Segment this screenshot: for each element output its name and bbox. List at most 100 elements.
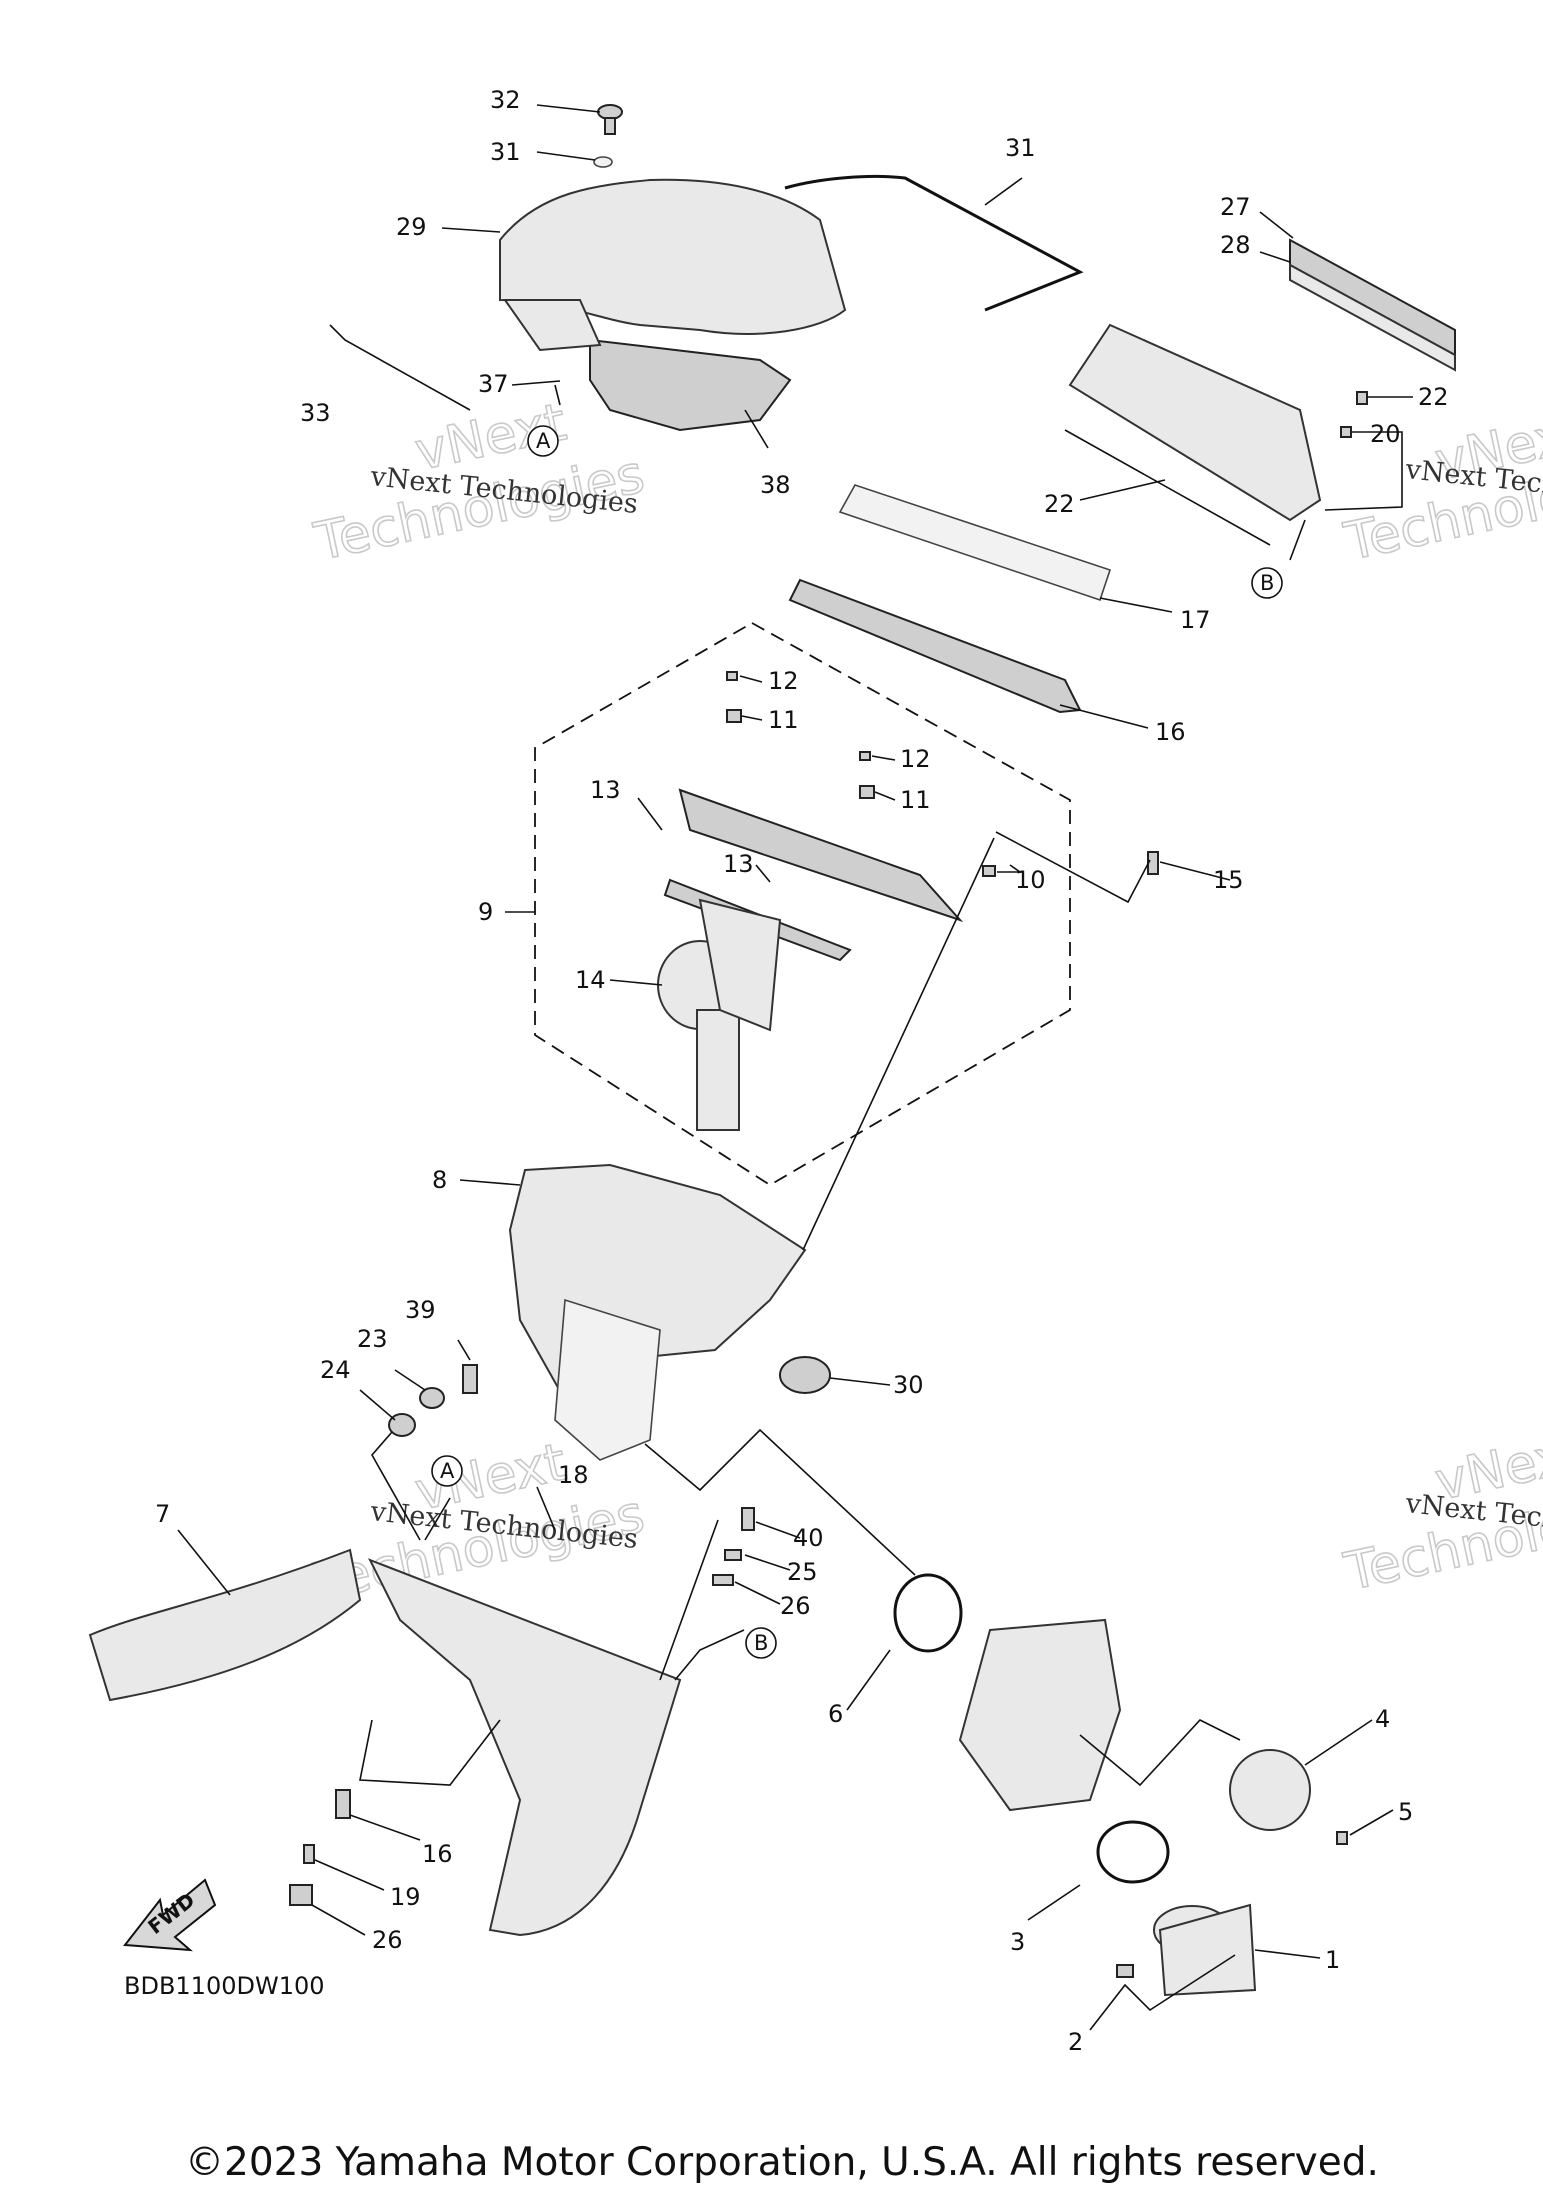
callout-34: 31 bbox=[1005, 134, 1036, 162]
part-3-clamp bbox=[1096, 1820, 1170, 1884]
callout-10: 10 bbox=[1015, 866, 1046, 894]
callout-12-a: 12 bbox=[768, 667, 799, 695]
part-6-clamp bbox=[893, 1573, 963, 1653]
leader-12-a bbox=[739, 675, 763, 683]
ref-b-top-label: B bbox=[1260, 571, 1274, 595]
callout-35: 31 bbox=[490, 138, 521, 166]
part-16-filter bbox=[788, 578, 1082, 714]
callout-7: 7 bbox=[155, 1500, 170, 1528]
part-throttle-body bbox=[958, 1618, 1122, 1812]
part-23-wire bbox=[1064, 429, 1271, 546]
leader-4-link bbox=[1079, 1719, 1241, 1787]
part-22-clip bbox=[1340, 426, 1352, 438]
leader-20 bbox=[536, 1486, 556, 1531]
part-8-air-box-mesh bbox=[554, 1298, 661, 1461]
callout-31-b: 28 bbox=[1220, 231, 1251, 259]
leader-2 bbox=[1089, 1954, 1236, 2031]
leader-6-link bbox=[644, 1428, 916, 1576]
leader-b-top bbox=[1289, 519, 1306, 561]
leader-lines bbox=[177, 104, 1413, 2031]
part-10-clip bbox=[982, 865, 996, 877]
part-30-boot bbox=[779, 1356, 831, 1394]
callout-15: 15 bbox=[1213, 866, 1244, 894]
leader-40 bbox=[755, 1521, 801, 1539]
leader-5 bbox=[1349, 1809, 1394, 1836]
part-31-strip-upper bbox=[1289, 238, 1456, 357]
callout-37: 37 bbox=[478, 370, 509, 398]
callout-28: 26 bbox=[780, 1592, 811, 1620]
callout-13-b: 13 bbox=[723, 850, 754, 878]
callout-23: 22 bbox=[1044, 490, 1075, 518]
leader-4 bbox=[1304, 1719, 1373, 1766]
ref-a-top-label: A bbox=[536, 429, 551, 453]
part-1-joint-body bbox=[1158, 1903, 1257, 1997]
part-18-bolt bbox=[335, 1789, 351, 1819]
leader-a-top bbox=[554, 384, 561, 406]
part-2-screw bbox=[1116, 1964, 1134, 1978]
part-24-bolt bbox=[1356, 391, 1368, 405]
part-39-bolt bbox=[462, 1364, 478, 1394]
leader-39 bbox=[457, 1339, 471, 1361]
callout-39: 39 bbox=[405, 1296, 436, 1324]
part-35-washer bbox=[593, 156, 613, 168]
leader-12-b bbox=[871, 755, 896, 761]
part-14-funnel-neck bbox=[698, 898, 782, 1032]
leader-27 bbox=[744, 1554, 791, 1571]
callout-36: 32 bbox=[490, 86, 521, 114]
part-19-screw bbox=[303, 1844, 315, 1864]
part-13-seal-plate bbox=[678, 788, 964, 923]
leader-25 bbox=[394, 1369, 426, 1391]
callout-4: 4 bbox=[1375, 1705, 1390, 1733]
part-28-nut bbox=[712, 1574, 734, 1586]
part-34-seal-strip bbox=[784, 174, 1084, 312]
leader-26 bbox=[359, 1389, 396, 1421]
callout-19: 19 bbox=[390, 1883, 421, 1911]
leader-18 bbox=[349, 1814, 421, 1841]
part-17-filter-frame bbox=[838, 484, 1112, 602]
leader-17 bbox=[1099, 597, 1173, 613]
leader-10-15 bbox=[995, 831, 1151, 904]
leader-36 bbox=[536, 104, 601, 113]
part-duct-plate bbox=[1068, 323, 1322, 522]
leader-38 bbox=[744, 409, 769, 449]
leader-29 bbox=[311, 1904, 366, 1936]
part-20-intake-duct bbox=[367, 1558, 682, 1937]
leader-14 bbox=[609, 979, 663, 986]
part-11-grommet bbox=[726, 709, 742, 723]
callout-5: 5 bbox=[1398, 1798, 1413, 1826]
ref-a-lower bbox=[431, 1455, 463, 1487]
parts-group bbox=[88, 104, 1456, 1997]
callout-22: 20 bbox=[1370, 420, 1401, 448]
leader-26-a bbox=[371, 1431, 421, 1541]
ref-a-top bbox=[527, 425, 559, 457]
callout-31-a: 27 bbox=[1220, 193, 1251, 221]
leader-16 bbox=[1059, 704, 1149, 729]
part-25-nut bbox=[419, 1387, 445, 1409]
leader-3 bbox=[1027, 1884, 1081, 1921]
callout-27: 25 bbox=[787, 1558, 818, 1586]
leader-22 bbox=[1324, 431, 1403, 511]
callout-18: 16 bbox=[422, 1840, 453, 1868]
leader-18-link bbox=[359, 1719, 501, 1786]
leader-40-duct bbox=[659, 1519, 719, 1681]
leader-31-a bbox=[1259, 211, 1294, 239]
ref-b-top bbox=[1251, 567, 1283, 599]
fwd-arrow: FWD bbox=[123, 1878, 217, 1952]
part-33-rod bbox=[329, 324, 471, 411]
part-27-washer bbox=[724, 1549, 742, 1561]
part-14-funnel-stem bbox=[696, 1009, 740, 1131]
part-12-screw bbox=[859, 751, 871, 761]
part-31-strip-lower bbox=[1289, 263, 1456, 372]
leader-13-b bbox=[755, 864, 771, 883]
leader-19 bbox=[314, 1859, 385, 1891]
leader-37 bbox=[511, 380, 561, 386]
leader-31-b bbox=[1259, 251, 1291, 263]
callout-3: 3 bbox=[1010, 1928, 1025, 1956]
leader-34 bbox=[984, 177, 1023, 206]
part-11-grommet bbox=[859, 785, 875, 799]
leader-15 bbox=[1159, 861, 1231, 881]
callout-2: 2 bbox=[1068, 2028, 1083, 2056]
leader-11-b bbox=[874, 791, 896, 801]
callout-20: 18 bbox=[558, 1461, 589, 1489]
part-15-bolt bbox=[1147, 851, 1159, 875]
